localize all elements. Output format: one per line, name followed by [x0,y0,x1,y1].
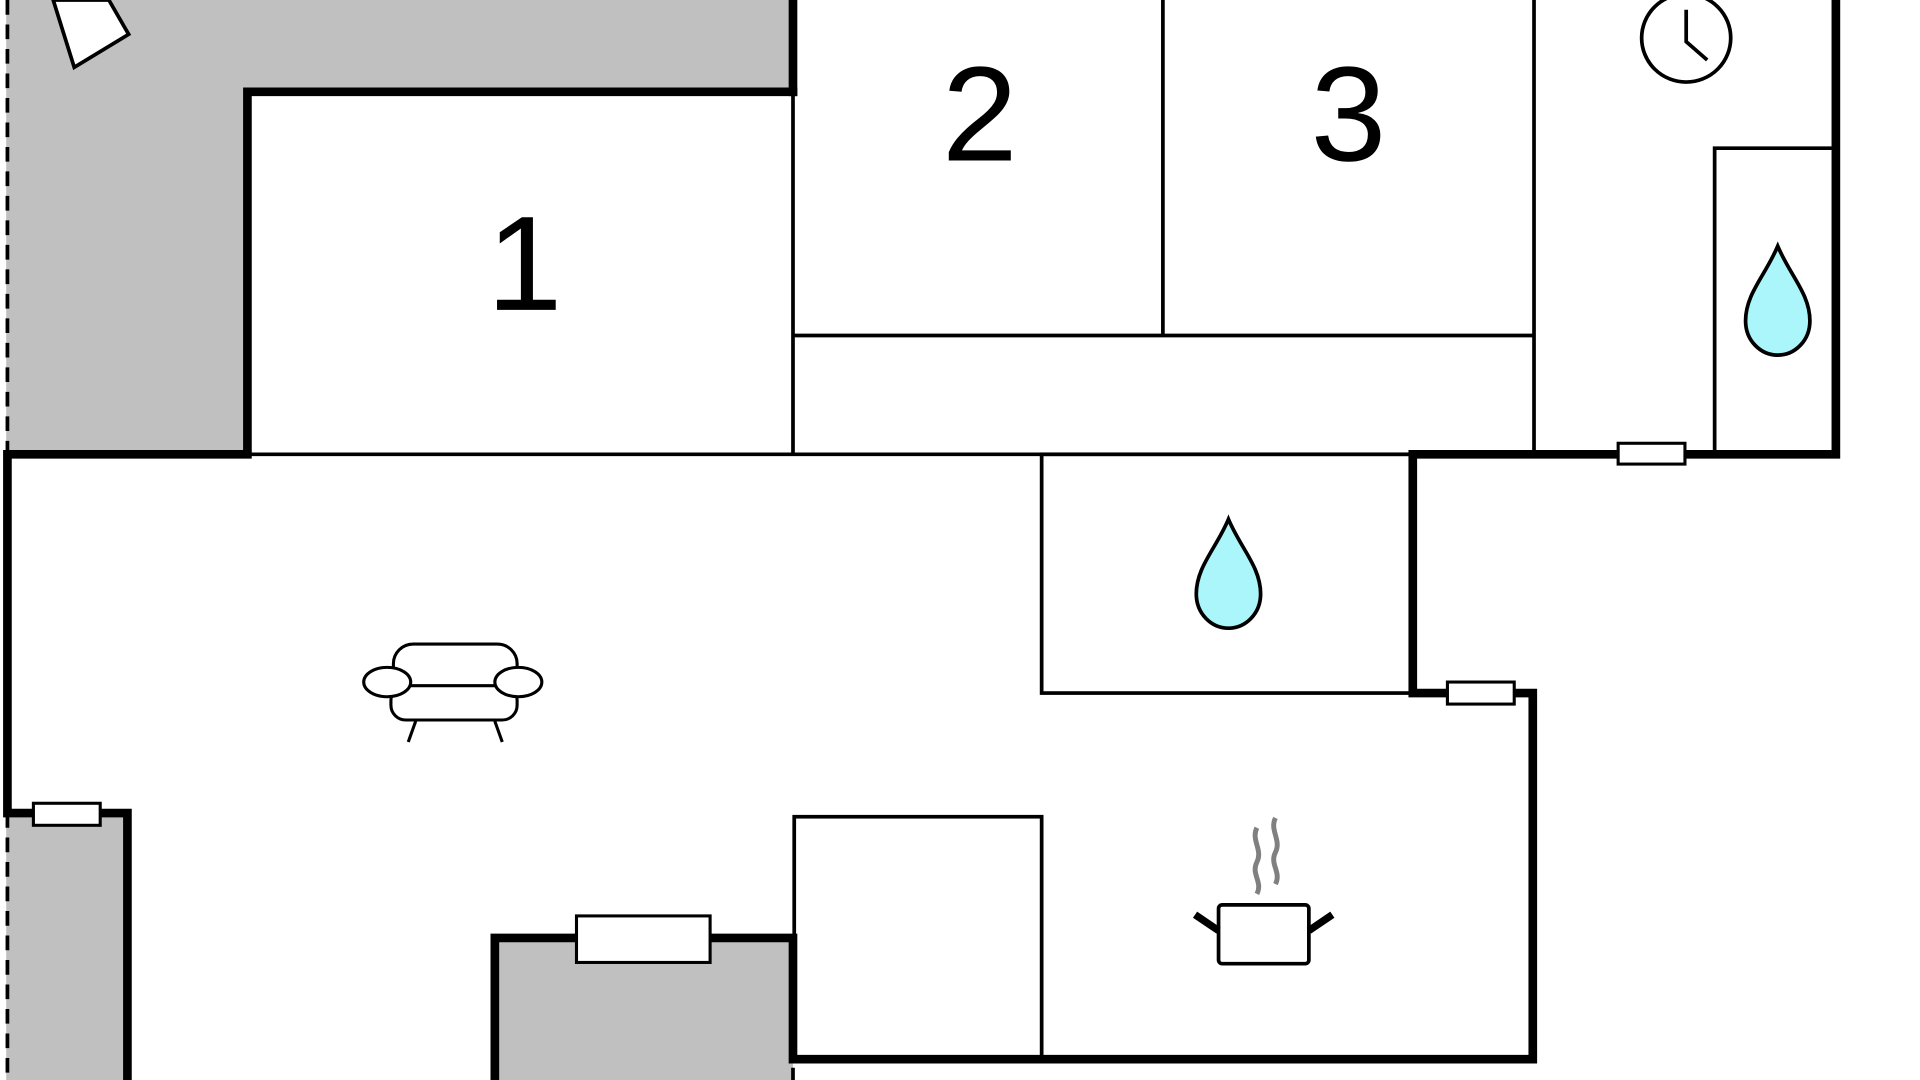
terrace-bottom-left [6,813,128,1080]
water-drop-icon [1194,514,1263,631]
room-number-2: 2 [942,38,1018,189]
window [574,914,712,964]
cooking-pot-icon [1192,816,1335,966]
exterior-walls [3,0,1841,1080]
window [1616,441,1687,466]
room-number-1: 1 [487,187,563,338]
terrace-top-left [6,0,792,455]
window [31,801,102,827]
compass-arrow-icon [51,0,132,71]
property-boundary [5,0,795,1080]
window [1445,680,1516,706]
water-drop-icon [1743,241,1812,357]
sofa-icon [362,642,544,743]
room-number-3: 3 [1311,38,1387,189]
interior-walls [247,0,1836,1062]
clock-icon [1639,0,1733,84]
outdoor-areas [6,0,793,1080]
windows [31,441,1687,964]
